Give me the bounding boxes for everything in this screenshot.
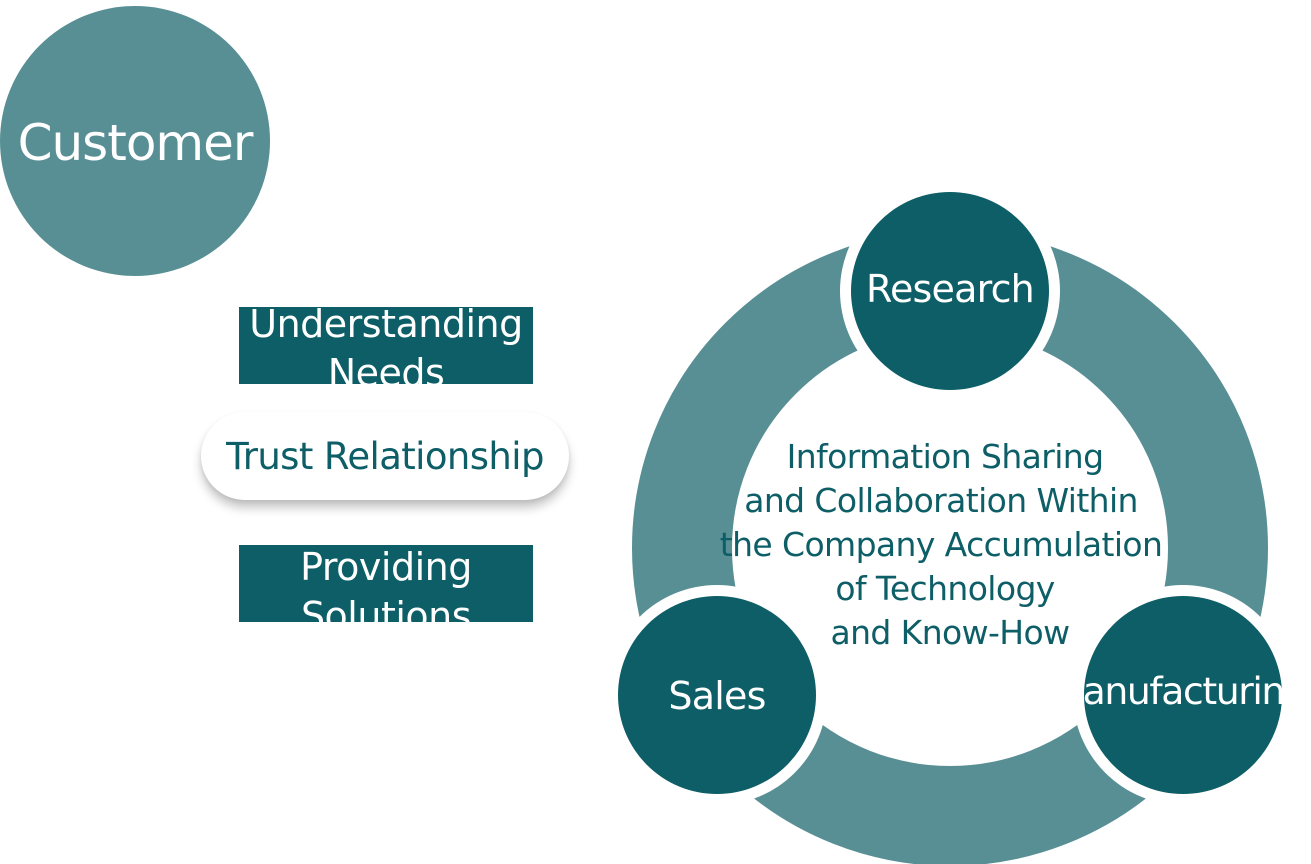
- trust-relationship-label: Trust Relationship: [226, 434, 544, 478]
- center-text: Information Sharing and Collaboration Wi…: [720, 437, 1172, 652]
- customer-node: Customer: [0, 6, 270, 276]
- manufacturing-label: Manufacturing: [1052, 670, 1307, 713]
- sales-label: Sales: [668, 674, 765, 718]
- sales-node: Sales: [607, 585, 827, 805]
- research-node: Research: [840, 181, 1060, 401]
- understanding-needs-banner: Understanding Needs: [239, 307, 533, 384]
- research-circle: [851, 192, 1049, 390]
- manufacturing-circle: [1084, 596, 1282, 794]
- customer-label: Customer: [18, 114, 254, 172]
- sales-circle: [618, 596, 816, 794]
- trust-relationship-pill: Trust Relationship: [201, 412, 569, 500]
- center-line: and Collaboration Within: [744, 481, 1138, 520]
- center-line: the Company Accumulation: [720, 525, 1163, 564]
- center-line: of Technology: [835, 569, 1054, 608]
- providing-solutions-banner: Providing Solutions: [239, 545, 533, 622]
- center-line: and Know-How: [830, 613, 1069, 652]
- understanding-needs-label: Understanding Needs: [249, 307, 523, 384]
- center-line: Information Sharing: [787, 437, 1104, 476]
- manufacturing-node: Manufacturing: [1052, 585, 1308, 805]
- customer-circle: [0, 6, 270, 276]
- research-label: Research: [866, 267, 1034, 311]
- providing-solutions-label: Providing Solutions: [300, 545, 472, 622]
